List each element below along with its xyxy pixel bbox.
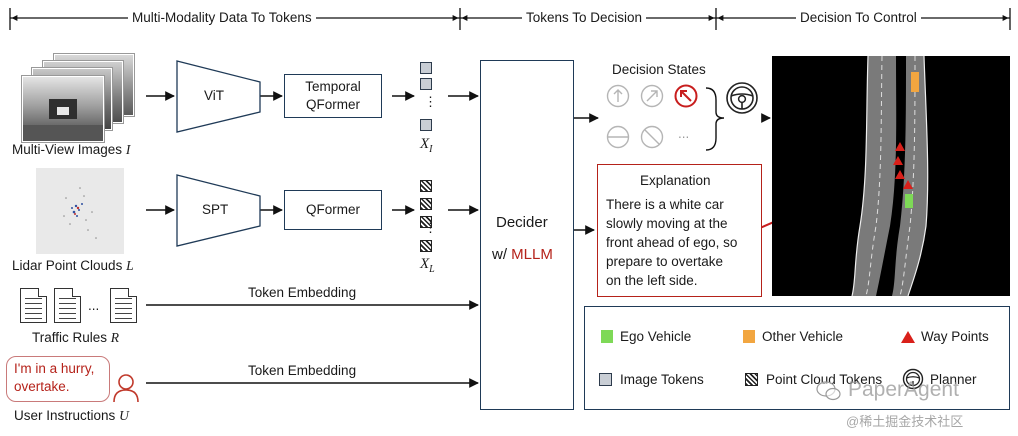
decision-states-dots: ... [678,126,690,141]
decider-mllm-line: w/ MLLM [492,246,553,263]
lidar-var: L [126,258,134,273]
xi-base: X [420,136,430,152]
user-var: U [119,408,129,423]
explanation-box [597,164,762,297]
image-token [420,78,432,90]
section-title-control: Decision To Control [796,10,921,25]
legend-ego: Ego Vehicle [620,329,692,344]
legend-planner: Planner [930,372,977,387]
decider-mllm: MLLM [511,246,553,263]
user-speech-bubble: I'm in a hurry, overtake. [6,356,110,402]
rules-dots: ... [88,298,100,313]
explanation-line-2: slowly moving at the [606,216,728,231]
images-var: I [125,142,131,157]
other-vehicle-marker [911,72,919,92]
temporal-qformer-box: Temporal QFormer [284,74,382,118]
document-icon [54,287,82,323]
point-token-swatch [745,373,758,386]
stop-icon [606,125,630,149]
rules-label-text: Traffic Rules [32,330,108,345]
decision-states-title: Decision States [612,62,706,77]
explanation-title: Explanation [640,173,711,188]
watermark-brand: PaperAgent [848,378,959,401]
user-token-embedding-label: Token Embedding [248,363,357,378]
lidar-label: Lidar Point Clouds L [12,258,134,274]
turn-right-arrow-icon [640,84,664,108]
decision-states-row-2 [606,125,664,149]
document-icon [110,287,138,323]
wechat-logo-icon [816,381,841,401]
explanation-line-4: prepare to overtake [606,254,724,269]
xl-base: X [420,256,430,272]
images-label: Multi-View Images I [12,142,130,158]
planner-icon [902,368,924,390]
user-label-text: User Instructions [14,408,116,423]
point-cloud-token [420,240,432,252]
other-vehicle-swatch [743,330,755,343]
decision-states-row-1 [606,84,698,108]
legend-other: Other Vehicle [762,329,844,344]
spt-encoder-shape [176,174,261,247]
image-token [420,62,432,74]
point-token-dots: ⋮ [424,220,437,235]
decider-box [480,60,574,410]
temporal-qformer-line-2: QFormer [306,97,360,112]
lidar-point-cloud-image [36,168,124,254]
section-title-decision: Tokens To Decision [522,10,647,25]
legend-image-tokens: Image Tokens [620,372,704,387]
rules-var: R [110,330,120,345]
lidar-label-text: Lidar Point Clouds [12,258,123,273]
way-points [893,142,913,189]
watermark-community: @稀土掘金技术社区 [846,414,964,429]
explanation-line-1: There is a white car [606,197,724,212]
point-cloud-token [420,198,432,210]
ego-vehicle-marker [905,194,913,208]
vit-label: ViT [204,88,225,103]
point-cloud-token [420,216,432,228]
image-token-dots: ⋮ [424,94,437,109]
xi-label: XI [420,136,433,155]
no-entry-icon [640,125,664,149]
section-title-tokens: Multi-Modality Data To Tokens [128,10,316,25]
xl-sub: L [429,264,435,275]
vit-encoder-shape [176,60,261,133]
images-label-text: Multi-View Images [12,142,123,157]
image-token-swatch [599,373,612,386]
bubble-line-2: overtake. [14,379,70,394]
legend-waypoints: Way Points [921,329,989,344]
point-cloud-token [420,180,432,192]
decider-prefix: w/ [492,246,507,263]
explanation-line-3: front ahead of ego, so [606,235,738,250]
bubble-line-1: I'm in a hurry, [14,361,95,376]
overtake-left-icon [674,84,698,108]
steering-wheel-icon [726,82,758,114]
rules-token-embedding-label: Token Embedding [248,285,357,300]
user-label: User Instructions U [14,408,129,424]
ego-vehicle-swatch [601,330,613,343]
xi-sub: I [429,144,433,155]
xl-label: XL [420,256,435,275]
qformer-box: QFormer [284,190,382,230]
temporal-qformer-line-1: Temporal [305,79,361,94]
image-token [420,119,432,131]
waypoint-triangle-icon [901,331,915,343]
legend-box [584,306,1010,410]
rules-label: Traffic Rules R [32,330,119,346]
straight-arrow-icon [606,84,630,108]
legend-point-tokens: Point Cloud Tokens [766,372,883,387]
multi-view-images [22,54,134,142]
birds-eye-road-view [772,56,1010,296]
decider-title: Decider [496,214,548,231]
spt-label: SPT [202,202,229,217]
explanation-line-5: on the left side. [606,273,698,288]
user-icon [113,374,139,403]
document-icon [20,287,48,323]
